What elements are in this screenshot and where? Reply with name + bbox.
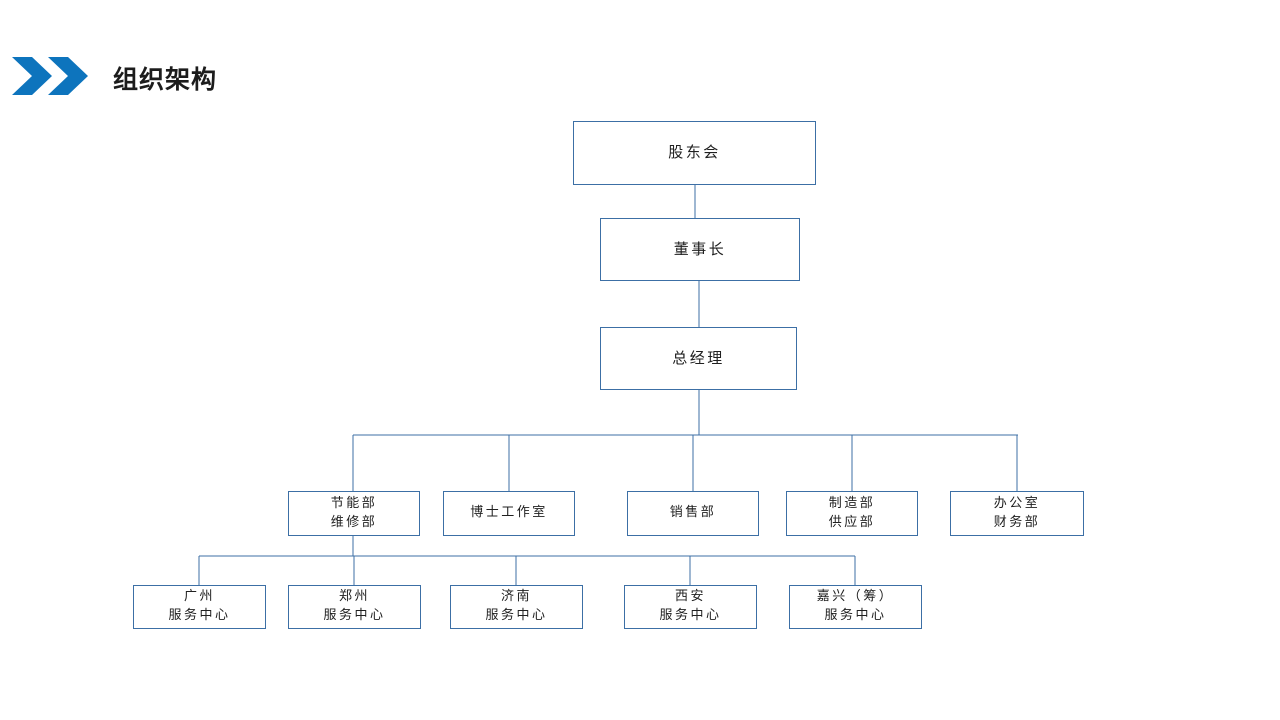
node-general-manager[interactable]: 总经理: [600, 327, 797, 390]
node-doctoral-workstation[interactable]: 博士工作室: [443, 491, 575, 536]
node-energy-maintenance-dept[interactable]: 节能部 维修部: [288, 491, 420, 536]
page-title: 组织架构: [113, 65, 218, 94]
node-line: 维修部: [330, 514, 378, 530]
node-line: 制造部: [828, 495, 876, 511]
node-line: 服务中心: [323, 608, 386, 623]
double-chevron-right-icon: [12, 57, 88, 95]
node-line: 广州: [183, 589, 215, 605]
node-line: 总经理: [672, 348, 725, 367]
node-line: 供应部: [828, 514, 876, 530]
node-sales-dept[interactable]: 销售部: [627, 491, 759, 536]
node-line: 财务部: [993, 514, 1041, 530]
node-line: 股东会: [668, 143, 721, 162]
node-line: 西安: [674, 589, 706, 605]
node-line: 嘉兴（筹）: [816, 589, 895, 605]
node-line: 博士工作室: [470, 505, 548, 521]
node-jinan-service-center[interactable]: 济南 服务中心: [450, 585, 583, 629]
node-line: 办公室: [993, 495, 1041, 511]
node-zhengzhou-service-center[interactable]: 郑州 服务中心: [288, 585, 421, 629]
node-line: 济南: [500, 589, 532, 605]
node-line: 服务中心: [824, 608, 887, 623]
node-guangzhou-service-center[interactable]: 广州 服务中心: [133, 585, 266, 629]
node-line: 服务中心: [168, 608, 231, 623]
page-header: 组织架构: [0, 0, 1280, 110]
node-line: 服务中心: [659, 608, 722, 623]
node-office-finance-dept[interactable]: 办公室 财务部: [950, 491, 1084, 536]
node-shareholders-meeting[interactable]: 股东会: [573, 121, 816, 185]
node-jiaxing-service-center[interactable]: 嘉兴（筹） 服务中心: [789, 585, 922, 629]
node-line: 销售部: [669, 505, 717, 521]
node-line: 节能部: [330, 495, 378, 511]
node-chairman[interactable]: 董事长: [600, 218, 800, 281]
node-line: 郑州: [338, 589, 370, 605]
node-manufacturing-supply-dept[interactable]: 制造部 供应部: [786, 491, 918, 536]
node-line: 董事长: [673, 239, 727, 258]
node-line: 服务中心: [485, 608, 548, 623]
node-xian-service-center[interactable]: 西安 服务中心: [624, 585, 757, 629]
